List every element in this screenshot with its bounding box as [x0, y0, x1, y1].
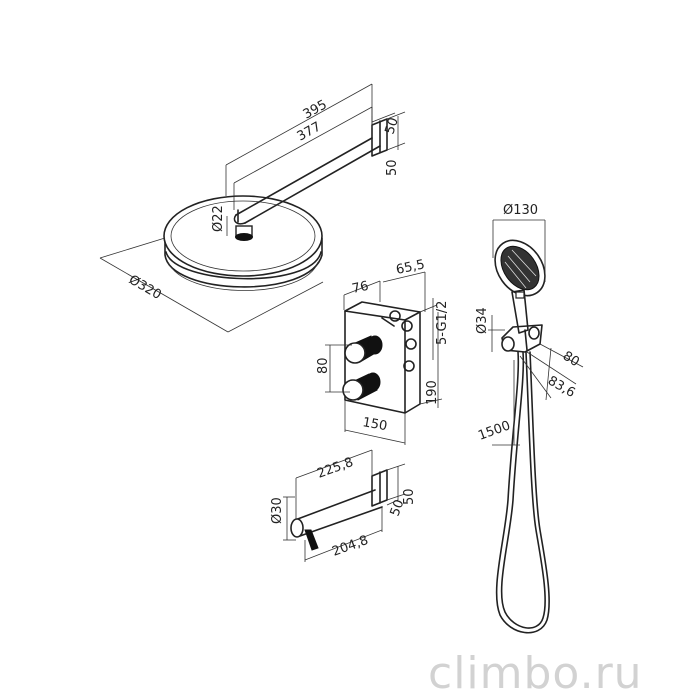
- dim-spout-diameter: Ø30: [270, 497, 285, 524]
- dim-hose-length: 1500: [476, 418, 512, 443]
- watermark: climbo.ru: [428, 648, 643, 699]
- bath-spout: [290, 469, 388, 551]
- thermostatic-mixer: [342, 301, 421, 414]
- dim-flange-height: 50: [385, 159, 400, 176]
- dim-holder-offset: 80: [560, 349, 582, 370]
- dim-head-diameter: Ø320: [126, 272, 164, 303]
- shower-arm: [233, 118, 388, 225]
- dim-mixer-depth: 76: [351, 279, 370, 297]
- dim-mixer-offset: 65,5: [395, 257, 426, 278]
- dim-spout-total: 225,8: [315, 455, 355, 482]
- dim-arm-total: 395: [301, 97, 330, 122]
- mixer-dimension-lines: [325, 271, 443, 445]
- dim-spout-flange-height: 50: [388, 498, 408, 519]
- rain-shower-head: [163, 195, 323, 291]
- spout-dimension-lines: [283, 449, 406, 562]
- dim-holder-diameter: Ø34: [475, 307, 490, 334]
- arm-dimension-lines: [99, 83, 406, 333]
- dim-knob-spacing: 80: [316, 357, 331, 374]
- dim-spout-length: 204,8: [330, 533, 370, 560]
- dim-arm-length: 377: [295, 119, 324, 144]
- dim-mixer-connection: 5-G1/2: [435, 301, 450, 345]
- dim-mixer-height: 190: [425, 380, 440, 405]
- hand-shower-dimension-lines: [488, 219, 584, 446]
- dim-mixer-width: 150: [361, 415, 388, 434]
- dim-spout-flange-width: 50: [402, 488, 417, 505]
- dim-hand-shower-diameter: Ø130: [503, 203, 538, 218]
- dim-flange-width: 50: [383, 116, 402, 136]
- dim-arm-diameter: Ø22: [211, 205, 226, 232]
- flow-knob: [342, 372, 381, 401]
- temperature-knob: [344, 335, 383, 364]
